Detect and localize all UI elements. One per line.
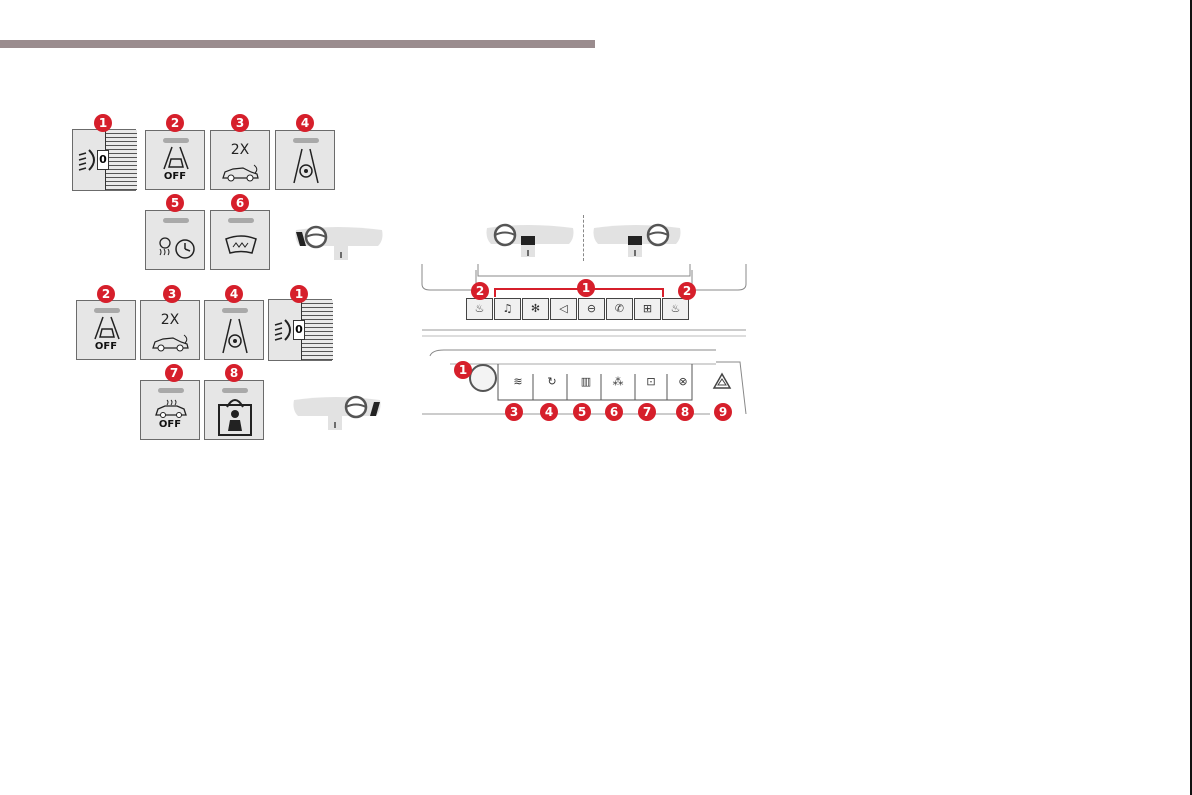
off-label: OFF: [146, 171, 204, 182]
heated-windscreen-icon: [223, 233, 259, 257]
child-lock-small-icon: ⊗: [668, 375, 698, 388]
vehicle-button[interactable]: ⊖: [578, 298, 605, 320]
recirculation-icon: ↻: [537, 375, 567, 388]
parking-sensor-button[interactable]: 2X: [210, 130, 270, 190]
dashboard-lhd-center-icon: [483, 220, 578, 262]
lane-assist-off-button[interactable]: OFF: [145, 130, 205, 190]
callout-3: 3: [505, 403, 523, 421]
status-led: [94, 308, 120, 313]
status-led: [222, 308, 248, 313]
parking-sensor-icon: [221, 163, 261, 183]
fan-icon: ✻: [523, 302, 548, 316]
music-note-icon: ♫: [495, 302, 520, 316]
callout-1: 1: [577, 279, 595, 297]
front-demist-icon: ≋: [503, 375, 533, 388]
dashboard-rhd-center-icon: [590, 220, 685, 262]
callout-2: 2: [97, 285, 115, 303]
off-label: OFF: [141, 419, 199, 430]
parking-sensor-icon: [151, 333, 191, 353]
rear-demist-icon: ▥: [571, 375, 601, 388]
callout-4: 4: [540, 403, 558, 421]
apps-grid-icon: ⊞: [635, 302, 660, 316]
volume-knob[interactable]: [469, 364, 497, 392]
status-led: [222, 388, 248, 393]
apps-button[interactable]: ⊞: [634, 298, 661, 320]
lane-keeping-button-b[interactable]: [204, 300, 264, 360]
callout-1: 1: [290, 285, 308, 303]
callout-9: 9: [714, 403, 732, 421]
knob-wheel[interactable]: [301, 300, 333, 360]
callout-2: 2: [166, 114, 184, 132]
lane-assist-off-icon: [91, 315, 123, 341]
climate-off-button[interactable]: OFF: [140, 380, 200, 440]
parking-aid-icon: ⁂: [603, 375, 633, 388]
callout-6: 6: [605, 403, 623, 421]
callout-1: 1: [94, 114, 112, 132]
headlamp-adjust-knob-b[interactable]: 0: [268, 299, 332, 361]
lane-assist-off-icon: [160, 145, 192, 171]
seat-heat-icon: ♨: [467, 302, 492, 316]
off-label: OFF: [77, 341, 135, 352]
callout-7: 7: [638, 403, 656, 421]
dashboard-lhd-icon: [292, 222, 387, 264]
knob-zero-mark: 0: [293, 320, 305, 340]
climate-off-icon: [153, 399, 189, 419]
callout-5: 5: [166, 194, 184, 212]
callout-6: 6: [231, 194, 249, 212]
2x-label: 2X: [141, 312, 199, 328]
heated-windscreen-button[interactable]: [210, 210, 270, 270]
phone-button[interactable]: ✆: [606, 298, 633, 320]
status-led: [163, 138, 189, 143]
callout-4: 4: [296, 114, 314, 132]
callout-8: 8: [676, 403, 694, 421]
child-lock-icon: [217, 395, 253, 437]
child-lock-button[interactable]: [204, 380, 264, 440]
2x-label: 2X: [211, 142, 269, 158]
programmable-heating-button[interactable]: [145, 210, 205, 270]
knob-zero-mark: 0: [97, 150, 109, 170]
lane-keeping-icon: [219, 317, 251, 355]
top-rule: [0, 40, 595, 48]
callout-3: 3: [231, 114, 249, 132]
lane-keeping-icon: [290, 147, 322, 185]
callout-8: 8: [225, 364, 243, 382]
seat-heat-right-button[interactable]: ♨: [662, 298, 689, 320]
divider: [583, 215, 584, 261]
programmable-heating-icon: [154, 231, 198, 265]
seat-heat-icon: ♨: [663, 302, 688, 316]
callout-1-knob: 1: [454, 361, 472, 379]
callout-3: 3: [163, 285, 181, 303]
lane-keeping-button[interactable]: [275, 130, 335, 190]
status-led: [228, 218, 254, 223]
seat-heat-left-button[interactable]: ♨: [466, 298, 493, 320]
car-icon: ⊖: [579, 302, 604, 316]
navigation-button[interactable]: ◁: [550, 298, 577, 320]
headlamp-adjust-knob[interactable]: 0: [72, 129, 136, 191]
navigation-icon: ◁: [551, 302, 576, 316]
hazard-warning-icon[interactable]: [712, 372, 732, 390]
lock-icon: ⊡: [636, 375, 666, 388]
status-led: [293, 138, 319, 143]
dashboard-rhd-icon: [290, 392, 385, 434]
climate-button[interactable]: ✻: [522, 298, 549, 320]
parking-sensor-button-b[interactable]: 2X: [140, 300, 200, 360]
knob-wheel[interactable]: [105, 130, 137, 190]
callout-2-left: 2: [471, 282, 489, 300]
callout-4: 4: [225, 285, 243, 303]
status-led: [163, 218, 189, 223]
media-button[interactable]: ♫: [494, 298, 521, 320]
status-led: [158, 388, 184, 393]
phone-icon: ✆: [607, 302, 632, 316]
callout-7: 7: [165, 364, 183, 382]
callout-5: 5: [573, 403, 591, 421]
callout-2-right: 2: [678, 282, 696, 300]
lane-assist-off-button-b[interactable]: OFF: [76, 300, 136, 360]
